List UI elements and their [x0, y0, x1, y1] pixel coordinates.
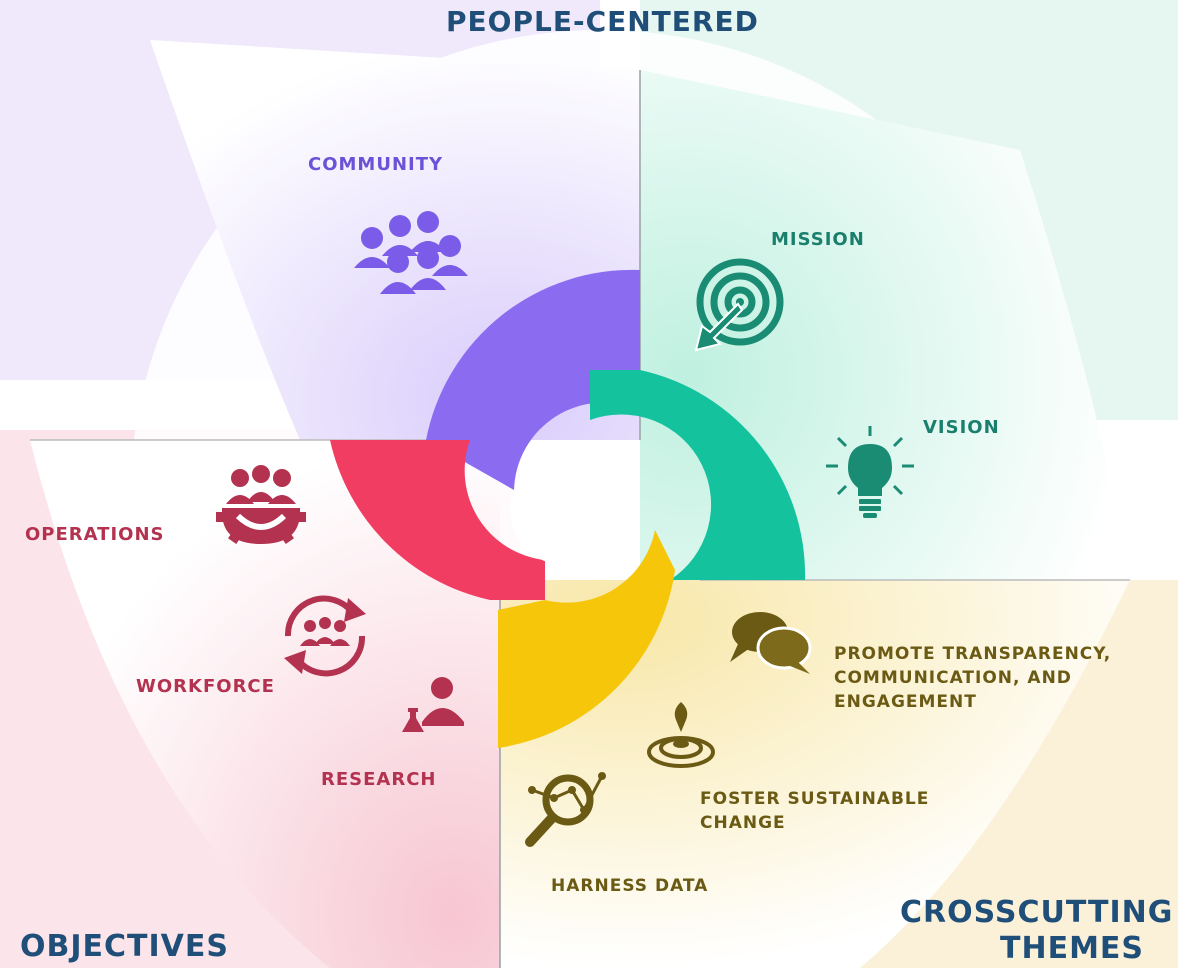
label-promote-transparency-line2: COMMUNICATION, AND	[834, 668, 1072, 688]
team-gear-icon	[216, 465, 306, 544]
magnify-chart-icon	[525, 772, 606, 847]
ripple-drop-icon	[647, 702, 715, 768]
heading-crosscutting: CROSSCUTTING	[900, 895, 1174, 930]
label-promote-transparency: PROMOTE TRANSPARENCY, COMMUNICATION, AND…	[834, 642, 1111, 714]
cycle-people-icon	[284, 595, 366, 677]
ring-segment-yellow	[498, 530, 675, 748]
label-community: COMMUNITY	[308, 154, 444, 175]
label-mission: MISSION	[771, 229, 865, 250]
ring-segment-purple	[426, 269, 640, 490]
label-harness-data: HARNESS DATA	[551, 876, 709, 896]
label-research: RESEARCH	[321, 769, 437, 790]
label-promote-transparency-line3: ENGAGEMENT	[834, 692, 977, 712]
panel-operations	[30, 440, 500, 968]
label-workforce: WORKFORCE	[136, 676, 275, 697]
label-foster-line2: CHANGE	[700, 813, 786, 833]
lightbulb-icon	[826, 426, 914, 518]
ring-segment-red	[330, 440, 545, 600]
panel-themes	[500, 580, 1130, 968]
scientist-icon	[402, 677, 464, 732]
label-vision: VISION	[923, 417, 1000, 438]
heading-people-centered: PEOPLE-CENTERED	[446, 5, 759, 38]
label-foster-line1: FOSTER SUSTAINABLE	[700, 789, 930, 809]
heading-objectives: OBJECTIVES	[20, 929, 229, 964]
ring-segment-teal	[590, 370, 806, 580]
ring-center	[510, 455, 620, 565]
label-operations: OPERATIONS	[25, 524, 165, 545]
label-foster-sustainable-change: FOSTER SUSTAINABLE CHANGE	[700, 787, 929, 835]
chat-bubbles-icon	[730, 612, 812, 674]
heading-themes: THEMES	[1000, 931, 1145, 966]
target-icon	[694, 258, 784, 352]
label-promote-transparency-line1: PROMOTE TRANSPARENCY,	[834, 644, 1112, 664]
people-group-icon	[354, 211, 468, 294]
